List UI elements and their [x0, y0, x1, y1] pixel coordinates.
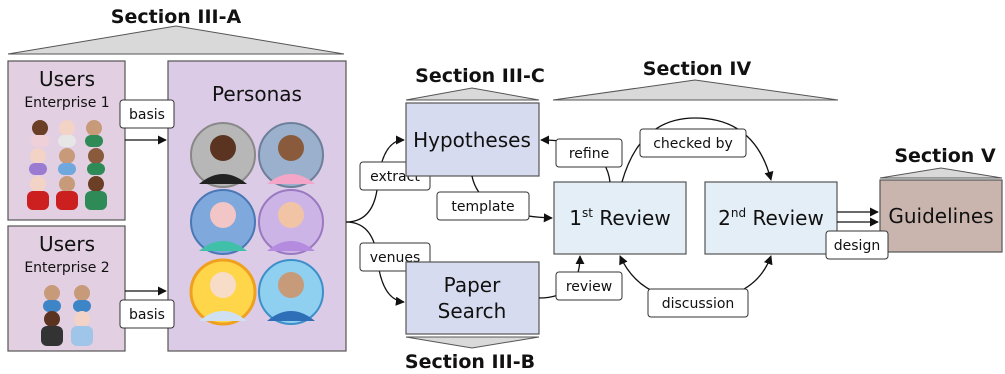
persona-avatar — [190, 189, 256, 255]
refine-label: refine — [555, 138, 623, 168]
personas-title: Personas — [212, 82, 302, 106]
users-2-subtitle: Enterprise 2 — [24, 260, 109, 276]
people-group-icon — [41, 285, 93, 346]
persona-avatar — [189, 258, 257, 326]
persona-avatar — [258, 259, 324, 325]
hypotheses-box: Hypotheses — [405, 102, 540, 177]
checked-by-label: checked by — [639, 128, 747, 158]
svg-text:basis: basis — [129, 107, 165, 123]
basis-label-2: basis — [119, 299, 175, 329]
section-footer-iii-b: Section III-B — [405, 336, 540, 373]
users-2-title: Users — [39, 232, 95, 256]
svg-text:discussion: discussion — [662, 296, 735, 312]
paper-search-line-2: Search — [438, 299, 507, 323]
paper-search-line-1: Paper — [444, 273, 501, 297]
basis-label-1: basis — [119, 99, 175, 129]
guidelines-label: Guidelines — [888, 204, 993, 228]
paper-search-box: Paper Search — [405, 261, 540, 335]
first-review-label: 1st Review — [569, 206, 670, 230]
second-review-box: 2nd Review — [704, 181, 838, 255]
hypotheses-label: Hypotheses — [413, 128, 531, 152]
second-review-label: 2nd Review — [718, 206, 824, 230]
svg-text:template: template — [451, 199, 514, 215]
first-review-box: 1st Review — [553, 181, 687, 255]
discussion-label: discussion — [647, 288, 749, 318]
svg-text:refine: refine — [569, 146, 609, 162]
review-label: review — [555, 271, 623, 301]
guidelines-box: Guidelines — [879, 179, 1003, 253]
persona-avatar — [190, 122, 256, 188]
users-1-title: Users — [39, 67, 95, 91]
svg-text:basis: basis — [129, 307, 165, 323]
section-iii-a-label: Section III-A — [111, 6, 242, 28]
section-iii-c-label: Section III-C — [415, 65, 545, 87]
svg-text:checked by: checked by — [653, 136, 733, 152]
section-header-iii-c: Section III-C — [405, 65, 545, 101]
persona-avatar — [258, 122, 324, 188]
arrow-checked-by — [621, 117, 774, 183]
section-header-iv: Section IV — [552, 58, 839, 101]
persona-avatar — [258, 189, 324, 255]
template-label: template — [436, 191, 530, 221]
svg-text:design: design — [834, 238, 880, 254]
section-iv-label: Section IV — [643, 58, 752, 80]
section-iii-b-label: Section III-B — [405, 351, 535, 373]
people-group-icon — [27, 120, 107, 210]
personas-box: Personas — [167, 60, 347, 352]
users-1-subtitle: Enterprise 1 — [24, 95, 109, 111]
section-v-label: Section V — [894, 145, 996, 167]
design-label: design — [825, 230, 889, 260]
section-header-iii-a: Section III-A — [7, 6, 345, 55]
users-enterprise-1-box: Users Enterprise 1 — [7, 60, 126, 221]
section-header-v: Section V — [879, 145, 1003, 179]
users-enterprise-2-box: Users Enterprise 2 — [7, 225, 126, 352]
svg-text:review: review — [566, 279, 612, 295]
